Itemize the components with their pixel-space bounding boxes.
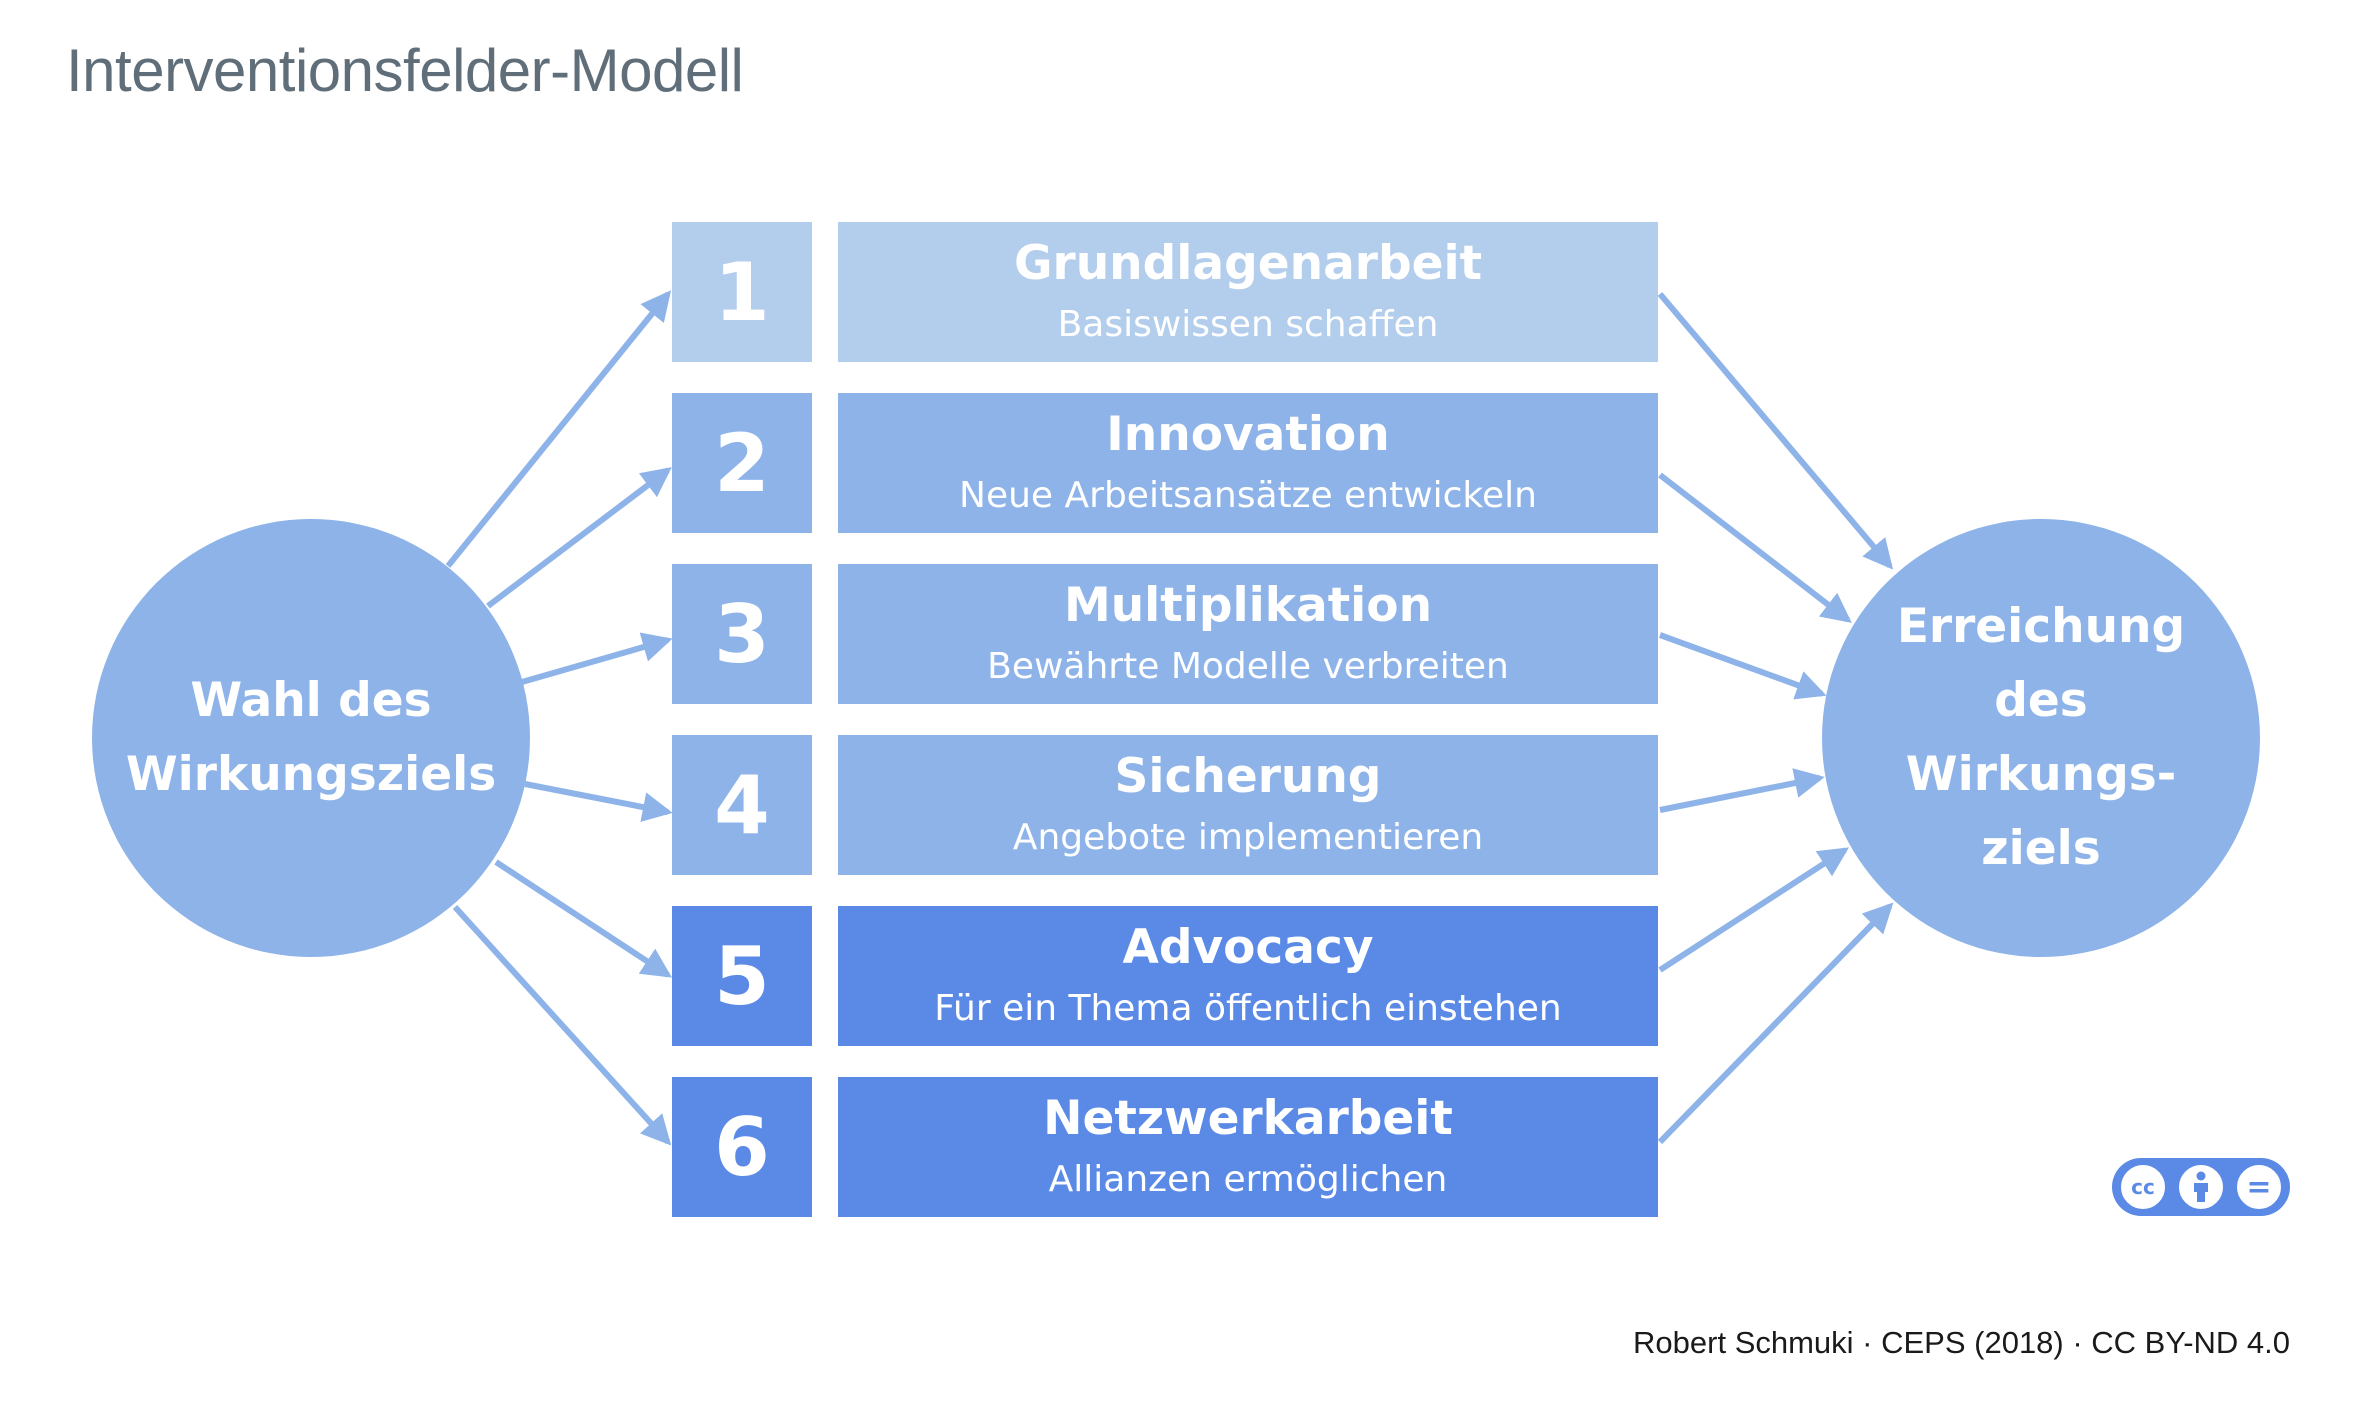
arrow-2-to-right (1658, 472, 1852, 623)
field-number-3: 3 (672, 564, 812, 704)
field-subtitle: Bewährte Modelle verbreiten (987, 646, 1509, 687)
start-circle-label: Wahl des Wirkungsziels (125, 673, 497, 802)
field-box-4: Sicherung Angebote implementieren (838, 735, 1658, 875)
field-box-3: Multiplikation Bewährte Modelle verbreit… (838, 564, 1658, 704)
by-person-icon (2178, 1164, 2224, 1210)
field-number-2: 2 (672, 393, 812, 533)
goal-circle-label: Erreichung des Wirkungs- ziels (1896, 599, 2186, 876)
cc-license-badge: cc = (2112, 1158, 2290, 1216)
arrow-left-to-3 (521, 632, 673, 685)
arrow-left-to-4 (524, 781, 673, 822)
arrow-left-to-1 (445, 290, 672, 568)
goal-circle: Erreichung des Wirkungs- ziels (1822, 519, 2260, 957)
start-circle: Wahl des Wirkungsziels (92, 519, 530, 957)
arrow-left-to-6 (452, 904, 672, 1146)
field-subtitle: Angebote implementieren (1012, 817, 1484, 858)
arrow-5-to-right (1658, 847, 1850, 973)
field-title: Advocacy (1122, 920, 1374, 975)
field-box-1: Grundlagenarbeit Basiswissen schaffen (838, 222, 1658, 362)
cc-icon: cc (2120, 1164, 2166, 1210)
field-subtitle: Allianzen ermöglichen (1048, 1159, 1448, 1200)
arrow-1-to-right (1657, 292, 1894, 570)
page-title: Interventionsfelder-Modell (66, 37, 744, 104)
field-subtitle: Neue Arbeitsansätze entwickeln (959, 475, 1537, 516)
field-box-6: Netzwerkarbeit Allianzen ermöglichen (838, 1077, 1658, 1217)
field-box-2: Innovation Neue Arbeitsansätze entwickel… (838, 393, 1658, 533)
arrow-left-to-2 (486, 467, 672, 609)
field-title: Innovation (1106, 407, 1390, 462)
field-title: Netzwerkarbeit (1043, 1091, 1453, 1146)
arrow-3-to-right (1658, 632, 1827, 700)
field-box-5: Advocacy Für ein Thema öffentlich einste… (838, 906, 1658, 1046)
field-title: Sicherung (1114, 749, 1382, 804)
nd-equals-icon: = (2236, 1164, 2282, 1210)
field-title: Grundlagenarbeit (1013, 236, 1483, 291)
field-number-5: 5 (672, 906, 812, 1046)
arrow-left-to-5 (494, 859, 673, 978)
field-title: Multiplikation (1063, 578, 1433, 633)
field-number-4: 4 (672, 735, 812, 875)
credit-line: Robert Schmuki · CEPS (2018) · CC BY-ND … (1633, 1325, 2290, 1360)
field-number-6: 6 (672, 1077, 812, 1217)
arrow-6-to-right (1657, 902, 1894, 1145)
field-subtitle: Basiswissen schaffen (1057, 304, 1439, 345)
arrow-4-to-right (1659, 768, 1825, 813)
field-number-1: 1 (672, 222, 812, 362)
field-subtitle: Für ein Thema öffentlich einstehen (934, 988, 1562, 1029)
